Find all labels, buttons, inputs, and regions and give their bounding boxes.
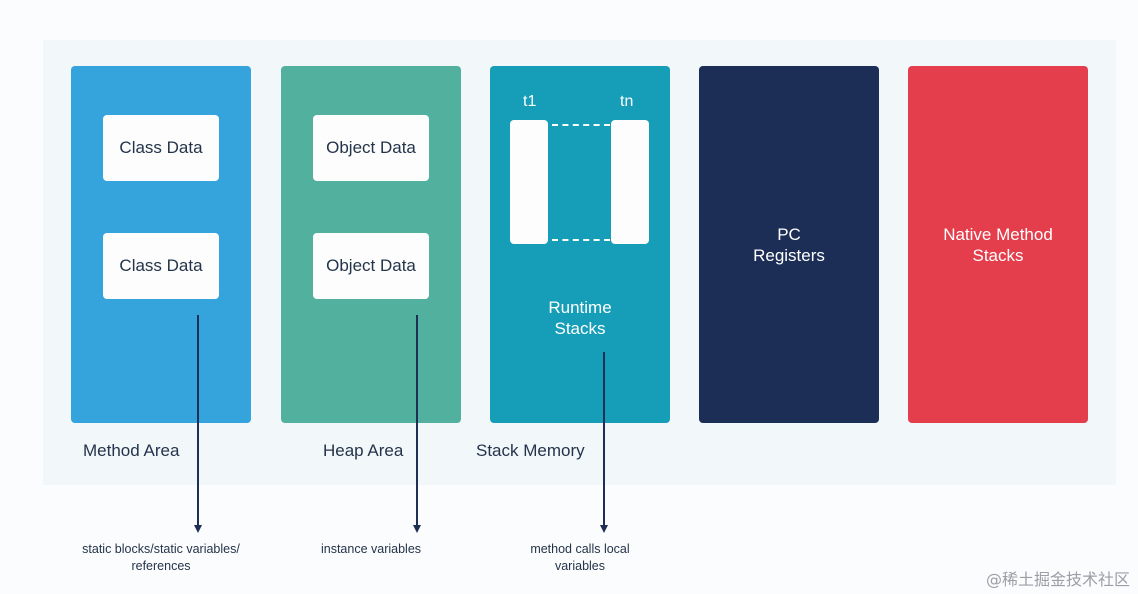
thread-tn-label: tn	[620, 93, 634, 110]
stack-memory-note: method calls local variables	[530, 542, 630, 573]
runtime-stacks-title: Runtime Stacks	[548, 298, 612, 338]
object-data-label: Object Data	[326, 256, 416, 275]
arrow-down-icon	[413, 525, 421, 533]
stack-memory-arrow-line	[603, 352, 605, 526]
pc-registers-title: PC Registers	[753, 225, 825, 265]
dashed-connector-bottom	[552, 239, 610, 241]
class-data-block: Class Data	[103, 233, 219, 299]
object-data-label: Object Data	[326, 138, 416, 157]
heap-area-note: instance variables	[320, 542, 422, 556]
dashed-connector-top	[552, 124, 610, 126]
object-data-block: Object Data	[313, 233, 429, 299]
method-area-block: Class Data Class Data	[71, 66, 251, 423]
method-area-note: static blocks/static variables/ referenc…	[82, 542, 240, 573]
thread-stack-tn	[611, 120, 649, 244]
native-method-stacks-block: Native Method Stacks	[908, 66, 1088, 423]
class-data-label: Class Data	[119, 256, 203, 275]
native-method-stacks-title: Native Method Stacks	[943, 225, 1053, 265]
method-area-arrow-line	[197, 315, 199, 526]
class-data-block: Class Data	[103, 115, 219, 181]
heap-area-arrow-line	[416, 315, 418, 526]
method-area-label: Method Area	[83, 441, 180, 460]
class-data-label: Class Data	[119, 138, 203, 157]
stack-memory-label: Stack Memory	[476, 441, 585, 460]
thread-t1-label: t1	[523, 93, 537, 110]
arrow-down-icon	[194, 525, 202, 533]
pc-registers-block: PC Registers	[699, 66, 879, 423]
object-data-block: Object Data	[313, 115, 429, 181]
arrow-down-icon	[600, 525, 608, 533]
heap-area-block: Object Data Object Data	[281, 66, 461, 423]
watermark: @稀土掘金技术社区	[985, 570, 1130, 589]
thread-stack-t1	[510, 120, 548, 244]
heap-area-label: Heap Area	[323, 441, 404, 460]
